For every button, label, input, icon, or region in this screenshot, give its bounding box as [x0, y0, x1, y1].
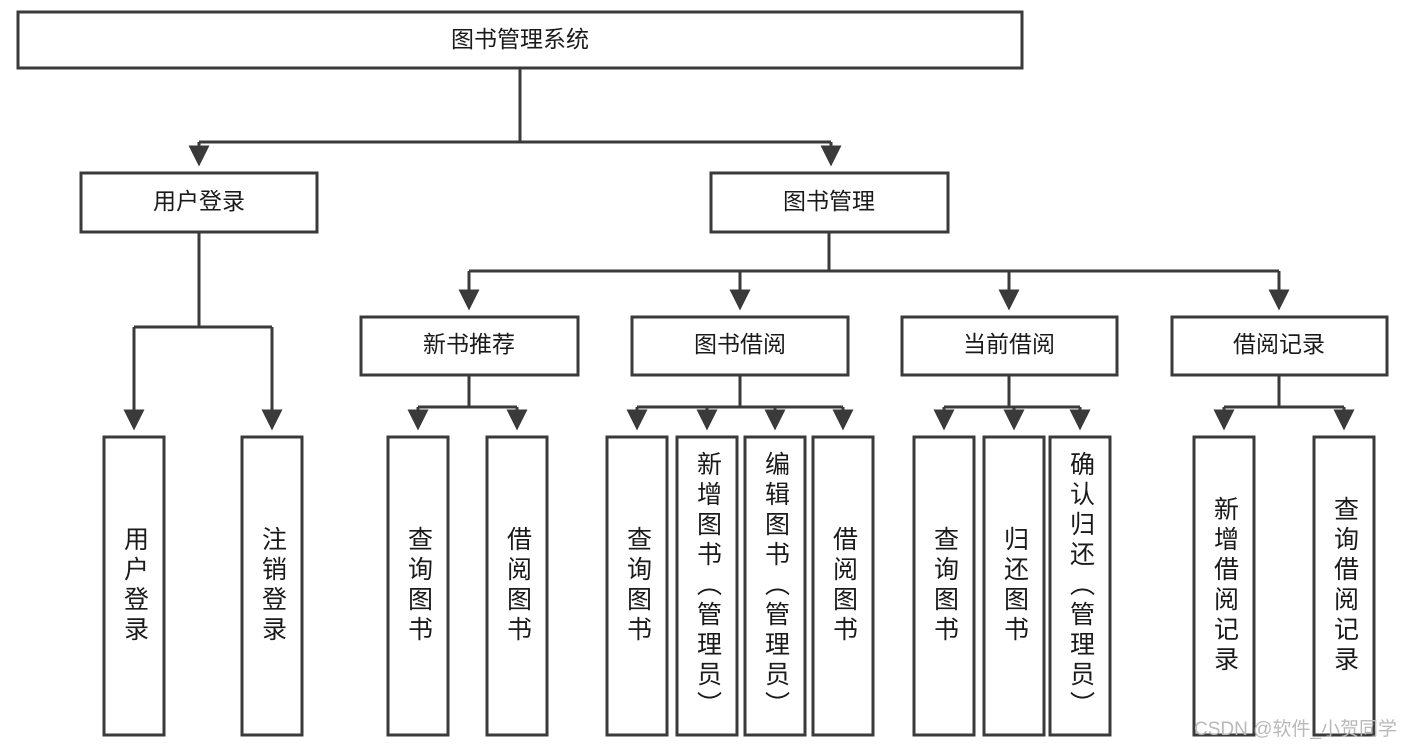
leaf-box-borrow-book-recommend[interactable]: [485, 435, 549, 737]
node-book-borrow-label: 图书借阅: [694, 331, 786, 357]
leaf-box-add-book-admin[interactable]: [675, 435, 739, 737]
leaf-boxes: [102, 435, 1376, 737]
node-borrow-record-label: 借阅记录: [1233, 331, 1325, 357]
node-user-login-label: 用户登录: [153, 188, 245, 214]
node-new-book-recommend-box[interactable]: [359, 315, 580, 377]
node-new-book-recommend-label: 新书推荐: [423, 331, 515, 357]
leaf-box-query-book-recommend[interactable]: [386, 435, 450, 737]
connectors-root-to-level1: [188, 68, 842, 167]
leaf-box-logout[interactable]: [240, 435, 304, 737]
leaf-box-edit-book-admin[interactable]: [743, 435, 807, 737]
node-user-login[interactable]: 用户登录: [79, 171, 319, 234]
node-book-management-label: 图书管理: [783, 188, 875, 214]
node-book-management-box[interactable]: [709, 171, 950, 234]
node-borrow-record-box[interactable]: [1170, 315, 1389, 377]
leaf-box-user-login[interactable]: [102, 435, 166, 737]
node-new-book-recommend[interactable]: 新书推荐: [359, 315, 580, 377]
connectors-book-management-to-level2: [458, 232, 1290, 311]
connectors-user-login-to-leaves: [123, 232, 283, 431]
node-current-borrow-label: 当前借阅: [963, 331, 1055, 357]
leaf-box-query-borrow-record[interactable]: [1312, 435, 1376, 737]
node-root[interactable]: 图书管理系统: [16, 10, 1024, 70]
connectors-book-borrow-to-leaves: [626, 375, 854, 431]
leaf-box-add-borrow-record[interactable]: [1192, 435, 1256, 737]
node-book-management[interactable]: 图书管理: [709, 171, 950, 234]
node-book-borrow-box[interactable]: [630, 315, 850, 377]
leaf-box-borrow-book[interactable]: [811, 435, 875, 737]
node-root-box[interactable]: [16, 10, 1024, 70]
node-current-borrow[interactable]: 当前借阅: [900, 315, 1119, 377]
leaf-box-query-book-current[interactable]: [912, 435, 976, 737]
leaf-box-query-book-borrow[interactable]: [605, 435, 669, 737]
leaf-box-confirm-return-admin[interactable]: [1048, 435, 1112, 737]
connectors-borrow-record-to-leaves: [1213, 375, 1355, 431]
node-root-label: 图书管理系统: [451, 26, 589, 52]
connectors-new-book-recommend-to-leaves: [407, 375, 528, 431]
node-book-borrow[interactable]: 图书借阅: [630, 315, 850, 377]
connectors-current-borrow-to-leaves: [933, 375, 1091, 431]
csdn-watermark: CSDN @软件_小贺同学: [1194, 719, 1397, 740]
node-user-login-box[interactable]: [79, 171, 319, 234]
node-current-borrow-box[interactable]: [900, 315, 1119, 377]
node-borrow-record[interactable]: 借阅记录: [1170, 315, 1389, 377]
leaf-box-return-book[interactable]: [982, 435, 1046, 737]
